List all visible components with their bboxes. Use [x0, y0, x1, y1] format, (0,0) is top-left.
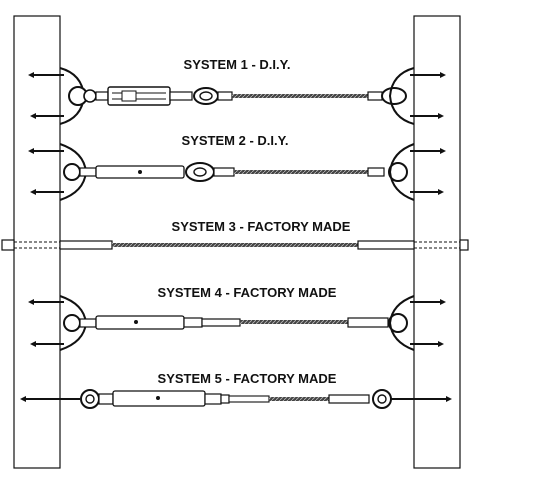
- system-1-right-lag-screws: [410, 72, 446, 119]
- system-3-assembly: SYSTEM 3 - FACTORY MADE: [1, 219, 469, 251]
- system-2-label: SYSTEM 2 - D.I.Y.: [182, 133, 289, 148]
- system-4-right-lag-screws: [410, 299, 446, 347]
- system-1-left-lag-screws: [28, 72, 64, 119]
- system-5-label: SYSTEM 5 - FACTORY MADE: [158, 371, 337, 386]
- system-1-label: SYSTEM 1 - D.I.Y.: [184, 57, 291, 72]
- system-3-label: SYSTEM 3 - FACTORY MADE: [172, 219, 351, 234]
- system-5-assembly: SYSTEM 5 - FACTORY MADE: [20, 371, 452, 409]
- system-4-left-lag-screws: [28, 299, 64, 347]
- system-2-left-lag-screws: [28, 148, 64, 195]
- system-2-right-lag-screws: [410, 148, 446, 195]
- system-2-cable: [234, 170, 368, 174]
- system-4-label: SYSTEM 4 - FACTORY MADE: [158, 285, 337, 300]
- system-1-assembly: SYSTEM 1 - D.I.Y.: [28, 57, 446, 125]
- system-2-assembly: SYSTEM 2 - D.I.Y.: [28, 133, 446, 201]
- system-4-assembly: SYSTEM 4 - FACTORY MADE: [28, 285, 446, 351]
- system-1-cable: [232, 94, 368, 98]
- system-5-cable: [269, 397, 329, 401]
- system-3-cable: [112, 243, 358, 247]
- system-4-cable: [240, 320, 348, 324]
